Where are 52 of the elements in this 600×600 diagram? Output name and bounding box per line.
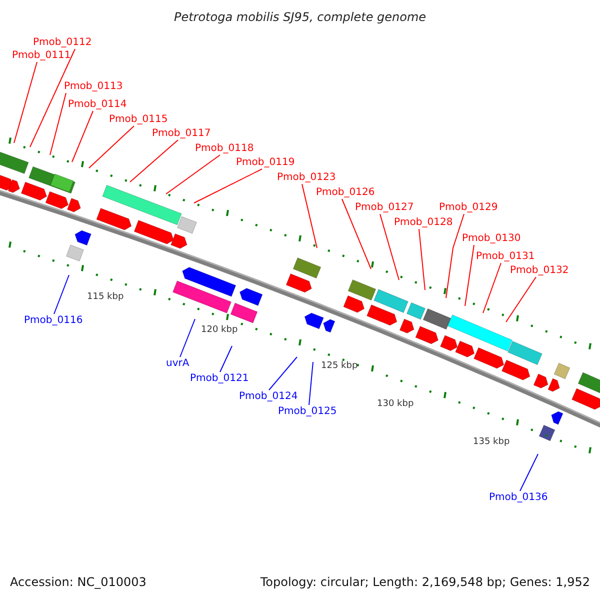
- leader-line: [72, 110, 94, 162]
- gene-label: Pmob_0119: [236, 156, 295, 169]
- gene-label: Pmob_0136: [489, 491, 548, 504]
- leader-line: [166, 154, 220, 194]
- gene-label: Pmob_0129: [439, 201, 498, 214]
- leader-line: [268, 356, 298, 390]
- gene-label: Pmob_0111: [12, 49, 71, 62]
- leader-line: [30, 48, 76, 148]
- genome-info-text: Topology: circular; Length: 2,169,548 bp; Genes: 1,952: [260, 576, 590, 589]
- gene-label: Pmob_0131: [476, 250, 535, 263]
- gene-label: Pmob_0116: [24, 314, 83, 327]
- gene-label: Pmob_0113: [64, 80, 123, 93]
- leader-line: [506, 276, 536, 322]
- gene-label: Pmob_0132: [510, 264, 569, 277]
- leader-line: [342, 198, 372, 270]
- leader-line: [446, 214, 464, 298]
- tick-label: 135 kbp: [473, 436, 510, 449]
- leader-line: [302, 184, 318, 248]
- leader-line: [54, 274, 70, 314]
- gene-label: Pmob_0130: [462, 232, 521, 245]
- gene-label: Pmob_0123: [277, 171, 336, 184]
- leader-line: [220, 346, 232, 372]
- accession-text: Accession: NC_010003: [10, 576, 146, 589]
- gene-label: Pmob_0118: [195, 142, 254, 155]
- gene-label: Pmob_0128: [394, 216, 453, 229]
- gene-label: Pmob_0126: [316, 186, 375, 199]
- title: Petrotoga mobilis SJ95, complete genome: [172, 11, 428, 24]
- gene-label: Pmob_0124: [239, 390, 298, 403]
- gene-label: Pmob_0112: [33, 36, 92, 49]
- gene-label: uvrA: [166, 357, 190, 370]
- leader-line: [380, 214, 400, 280]
- leader-line: [50, 92, 66, 156]
- gene-label: Pmob_0117: [152, 127, 211, 140]
- leader-line: [88, 126, 134, 168]
- leader-line: [520, 454, 538, 492]
- leader-line: [14, 62, 38, 144]
- leader-line: [418, 228, 426, 290]
- gene-label: Pmob_0115: [109, 113, 168, 126]
- tick-label: 125 kbp: [321, 360, 358, 373]
- tick-label: 130 kbp: [377, 398, 414, 411]
- tick-label: 120 kbp: [201, 324, 238, 337]
- gene-label: Pmob_0127: [355, 201, 414, 214]
- leader-line: [308, 362, 314, 406]
- leader-line: [482, 262, 502, 314]
- leader-line: [180, 318, 196, 358]
- leader-line: [464, 244, 474, 306]
- tick-label: 115 kbp: [87, 291, 124, 304]
- gene-label: Pmob_0121: [190, 372, 249, 385]
- gene-label: Pmob_0114: [68, 98, 127, 111]
- gene-label: Pmob_0125: [278, 405, 337, 418]
- leader-line: [130, 140, 178, 182]
- leader-line: [194, 168, 262, 204]
